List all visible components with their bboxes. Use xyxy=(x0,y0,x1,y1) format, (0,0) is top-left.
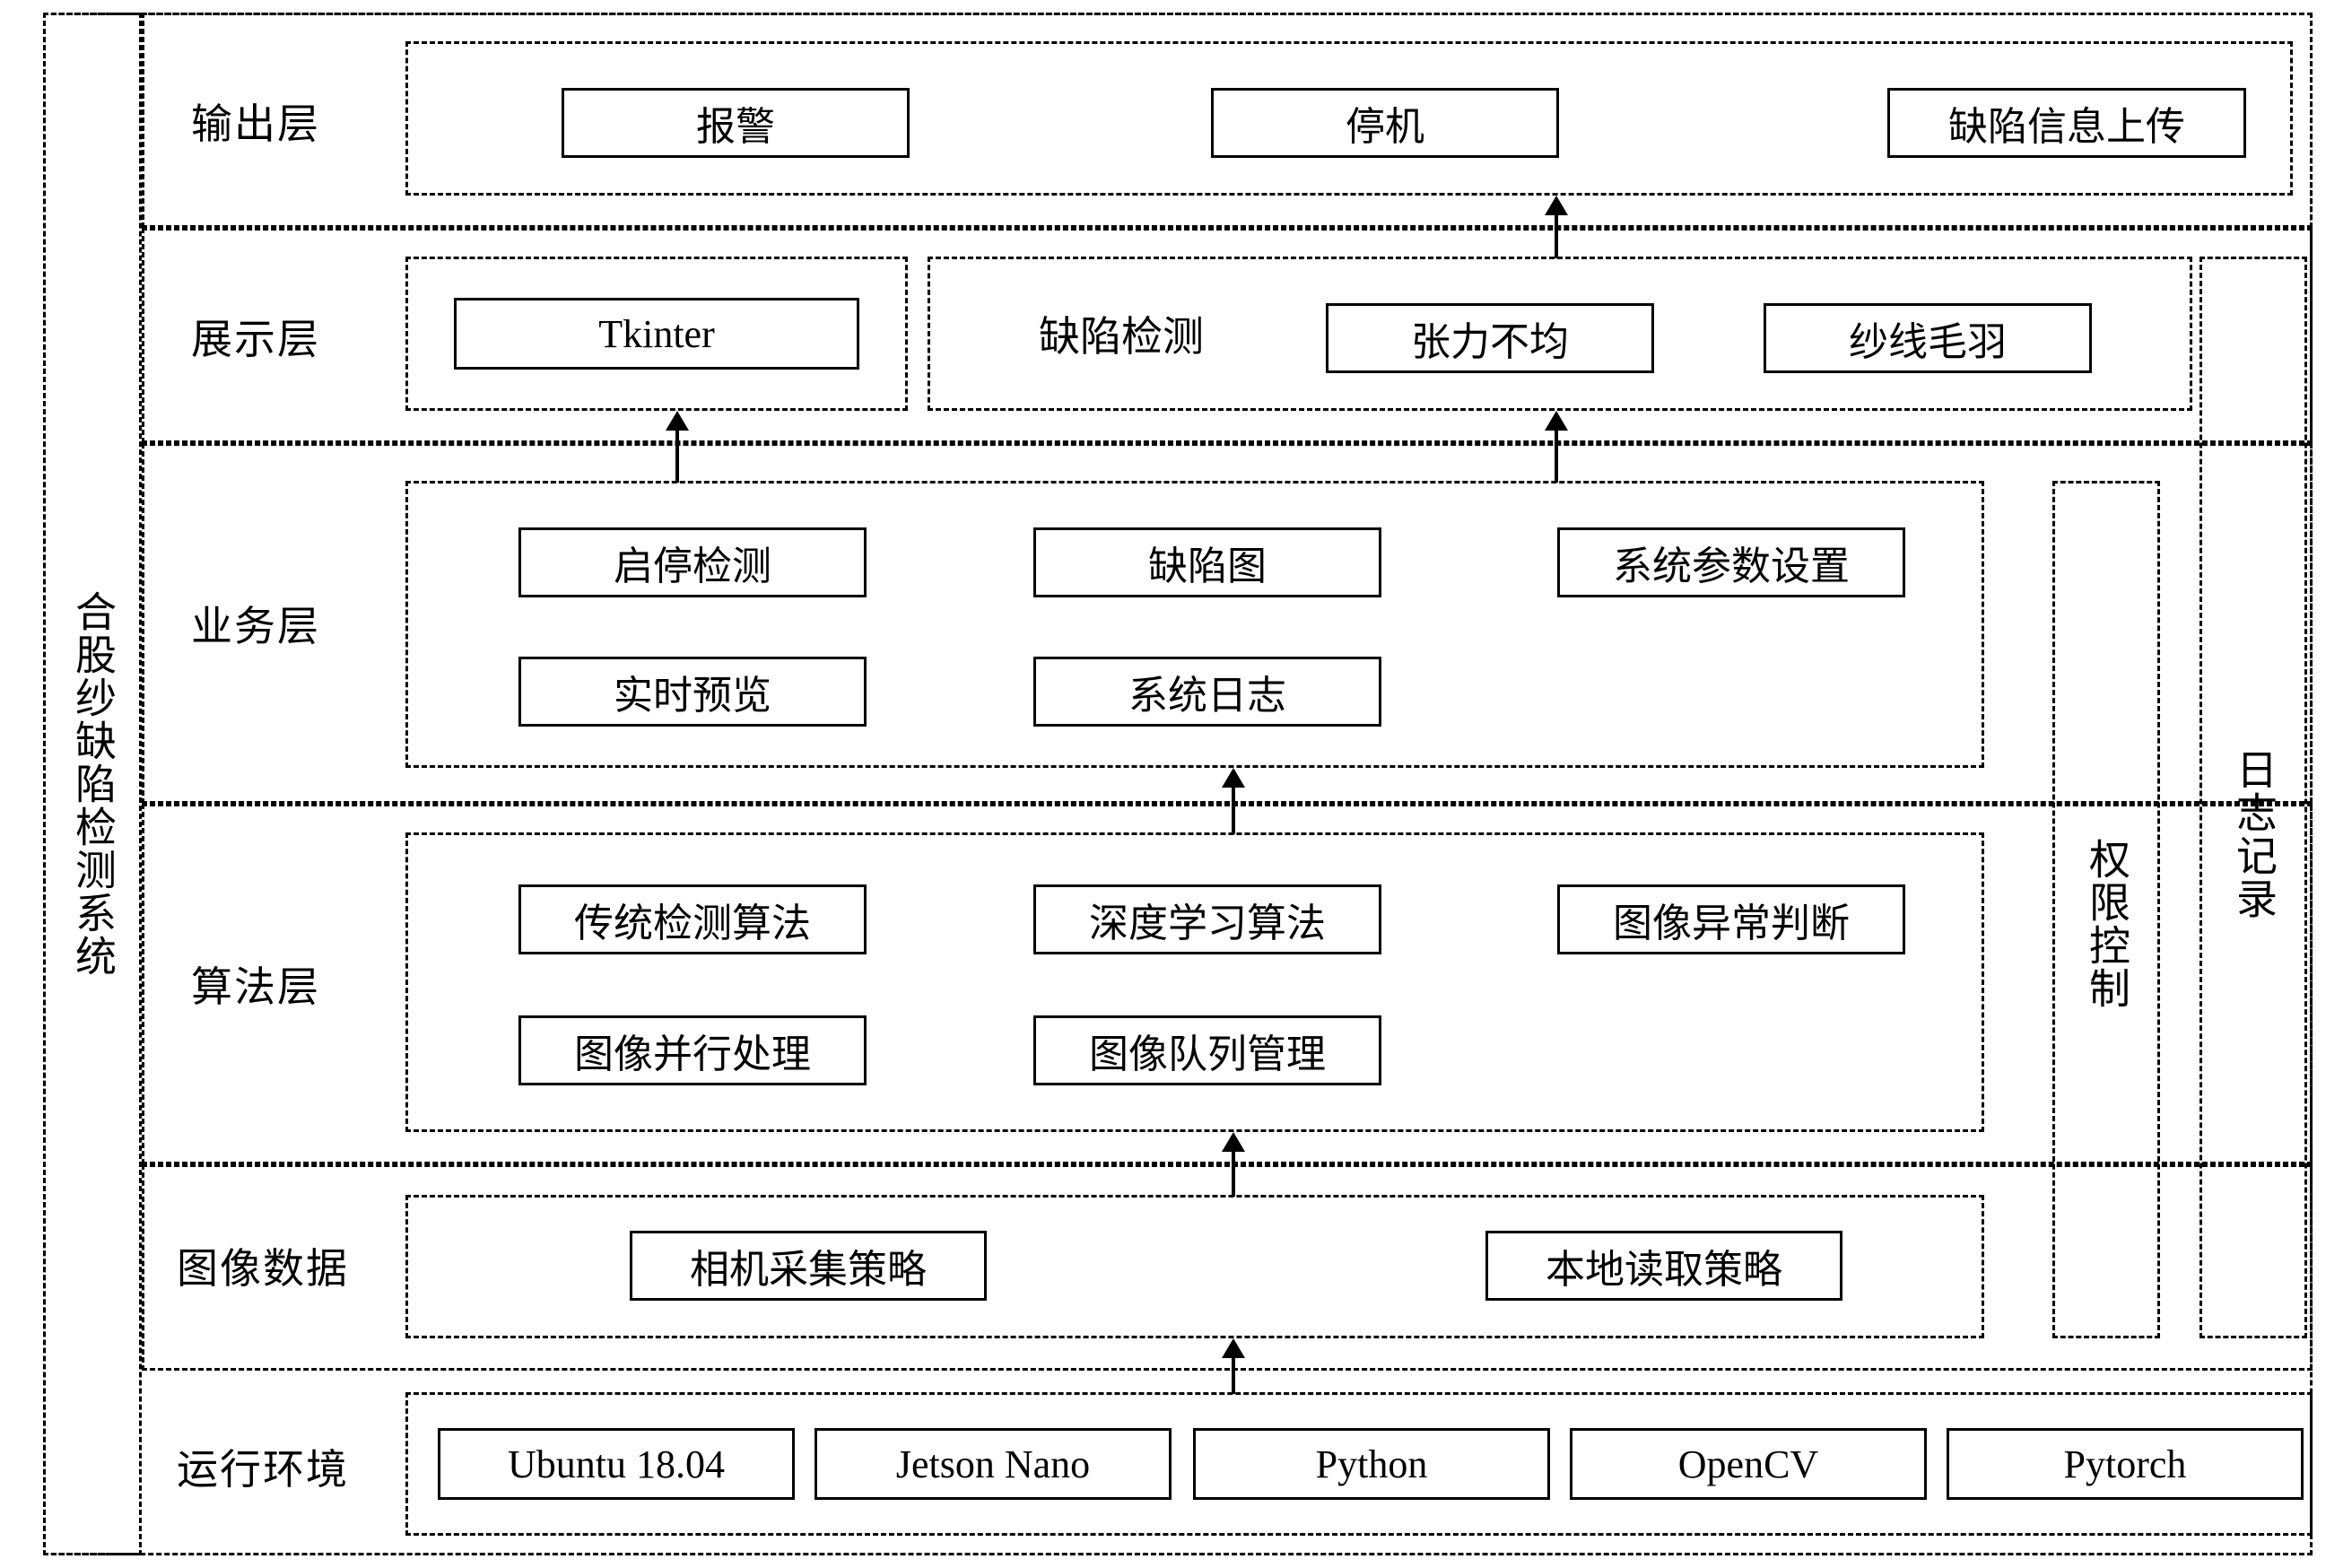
layer-row-algorithm xyxy=(142,804,2313,1164)
output-item-stop-label: 停机 xyxy=(1346,105,1424,149)
runtime-item-ubuntu-label: Ubuntu 18.04 xyxy=(508,1442,725,1486)
business-item-system-log-label: 系统日志 xyxy=(1128,674,1286,718)
runtime-item-pytorch[interactable]: Pytorch xyxy=(1947,1428,2304,1500)
layer-row-image-data xyxy=(142,1164,2313,1371)
algorithm-item-deep-learning[interactable]: 深度学习算法 xyxy=(1033,884,1381,954)
algorithm-item-anomaly-label: 图像异常判断 xyxy=(1613,902,1850,945)
layer-label-output: 输出层 xyxy=(191,101,320,147)
business-item-live-preview-label: 实时预览 xyxy=(614,674,771,718)
runtime-item-opencv-label: OpenCV xyxy=(1677,1442,1819,1486)
algorithm-item-parallel[interactable]: 图像并行处理 xyxy=(518,1015,867,1085)
runtime-layer-panel xyxy=(405,1392,2313,1536)
log-record-panel xyxy=(2200,257,2307,1338)
image-data-item-camera[interactable]: 相机采集策略 xyxy=(630,1231,987,1301)
presentation-item-hairiness[interactable]: 纱线毛羽 xyxy=(1764,303,2092,373)
output-item-upload[interactable]: 缺陷信息上传 xyxy=(1887,88,2246,158)
algorithm-item-parallel-label: 图像并行处理 xyxy=(574,1032,811,1076)
business-item-live-preview[interactable]: 实时预览 xyxy=(518,657,867,727)
output-item-stop[interactable]: 停机 xyxy=(1211,88,1559,158)
arrow-algorithm-to-business xyxy=(1220,768,1247,834)
business-layer-panel xyxy=(405,481,1984,768)
presentation-defect-panel xyxy=(928,257,2192,411)
layer-label-image-data: 图像数据 xyxy=(177,1246,349,1292)
business-item-defect-map-label: 缺陷图 xyxy=(1148,544,1267,588)
runtime-item-ubuntu[interactable]: Ubuntu 18.04 xyxy=(438,1428,795,1500)
arrow-business-to-defect xyxy=(1543,411,1570,483)
runtime-item-opencv[interactable]: OpenCV xyxy=(1570,1428,1927,1500)
algorithm-item-traditional-label: 传统检测算法 xyxy=(574,902,811,945)
image-data-item-camera-label: 相机采集策略 xyxy=(690,1248,927,1292)
runtime-item-python-label: Python xyxy=(1315,1442,1428,1486)
runtime-item-python[interactable]: Python xyxy=(1193,1428,1550,1500)
algorithm-item-deep-learning-label: 深度学习算法 xyxy=(1089,902,1326,945)
layer-row-output xyxy=(142,13,2313,228)
arrow-presentation-to-output xyxy=(1543,196,1570,258)
runtime-item-jetson-label: Jetson Nano xyxy=(895,1442,1091,1486)
arrow-runtime-to-image-data xyxy=(1220,1338,1247,1394)
image-data-item-local[interactable]: 本地读取策略 xyxy=(1485,1231,1842,1301)
log-record-label: 日志记录 xyxy=(2231,748,2277,920)
algorithm-layer-panel xyxy=(405,832,1984,1132)
output-item-alarm-label: 报警 xyxy=(696,105,775,149)
algorithm-item-queue-label: 图像队列管理 xyxy=(1089,1032,1326,1076)
business-item-defect-map[interactable]: 缺陷图 xyxy=(1033,527,1381,597)
system-title: 合股纱缺陷检测系统 xyxy=(70,590,116,978)
presentation-item-tkinter-label: Tkinter xyxy=(598,311,715,356)
output-layer-panel xyxy=(405,41,2293,196)
arrow-business-to-tkinter xyxy=(664,411,691,483)
runtime-item-jetson[interactable]: Jetson Nano xyxy=(814,1428,1172,1500)
layer-row-presentation xyxy=(142,228,2313,443)
algorithm-item-anomaly[interactable]: 图像异常判断 xyxy=(1557,884,1905,954)
presentation-item-tension[interactable]: 张力不均 xyxy=(1326,303,1654,373)
business-item-start-stop-label: 启停检测 xyxy=(614,544,771,588)
layer-row-business xyxy=(142,443,2313,804)
business-item-start-stop[interactable]: 启停检测 xyxy=(518,527,867,597)
layer-label-algorithm: 算法层 xyxy=(191,964,320,1010)
business-item-system-params-label: 系统参数设置 xyxy=(1613,544,1850,588)
presentation-item-tension-label: 张力不均 xyxy=(1411,320,1569,364)
business-item-system-log[interactable]: 系统日志 xyxy=(1033,657,1381,727)
presentation-tkinter-panel xyxy=(405,257,908,411)
image-data-panel xyxy=(405,1195,1984,1338)
permission-control-label: 权限控制 xyxy=(2084,838,2130,1010)
arrow-image-data-to-algorithm xyxy=(1220,1132,1247,1197)
presentation-item-hairiness-label: 纱线毛羽 xyxy=(1849,320,2007,364)
business-item-system-params[interactable]: 系统参数设置 xyxy=(1557,527,1905,597)
permission-control-panel xyxy=(2052,481,2160,1338)
presentation-item-tkinter[interactable]: Tkinter xyxy=(454,298,859,370)
algorithm-item-traditional[interactable]: 传统检测算法 xyxy=(518,884,867,954)
system-title-box xyxy=(43,13,142,1555)
layer-label-business: 业务层 xyxy=(191,604,320,649)
presentation-group-label: 缺陷检测 xyxy=(1039,314,1204,360)
output-item-upload-label: 缺陷信息上传 xyxy=(1948,105,2185,149)
output-item-alarm[interactable]: 报警 xyxy=(562,88,910,158)
image-data-item-local-label: 本地读取策略 xyxy=(1546,1248,1782,1292)
layer-label-presentation: 展示层 xyxy=(191,317,320,362)
runtime-item-pytorch-label: Pytorch xyxy=(2063,1442,2187,1486)
algorithm-item-queue[interactable]: 图像队列管理 xyxy=(1033,1015,1381,1085)
layer-label-runtime: 运行环境 xyxy=(177,1447,349,1493)
